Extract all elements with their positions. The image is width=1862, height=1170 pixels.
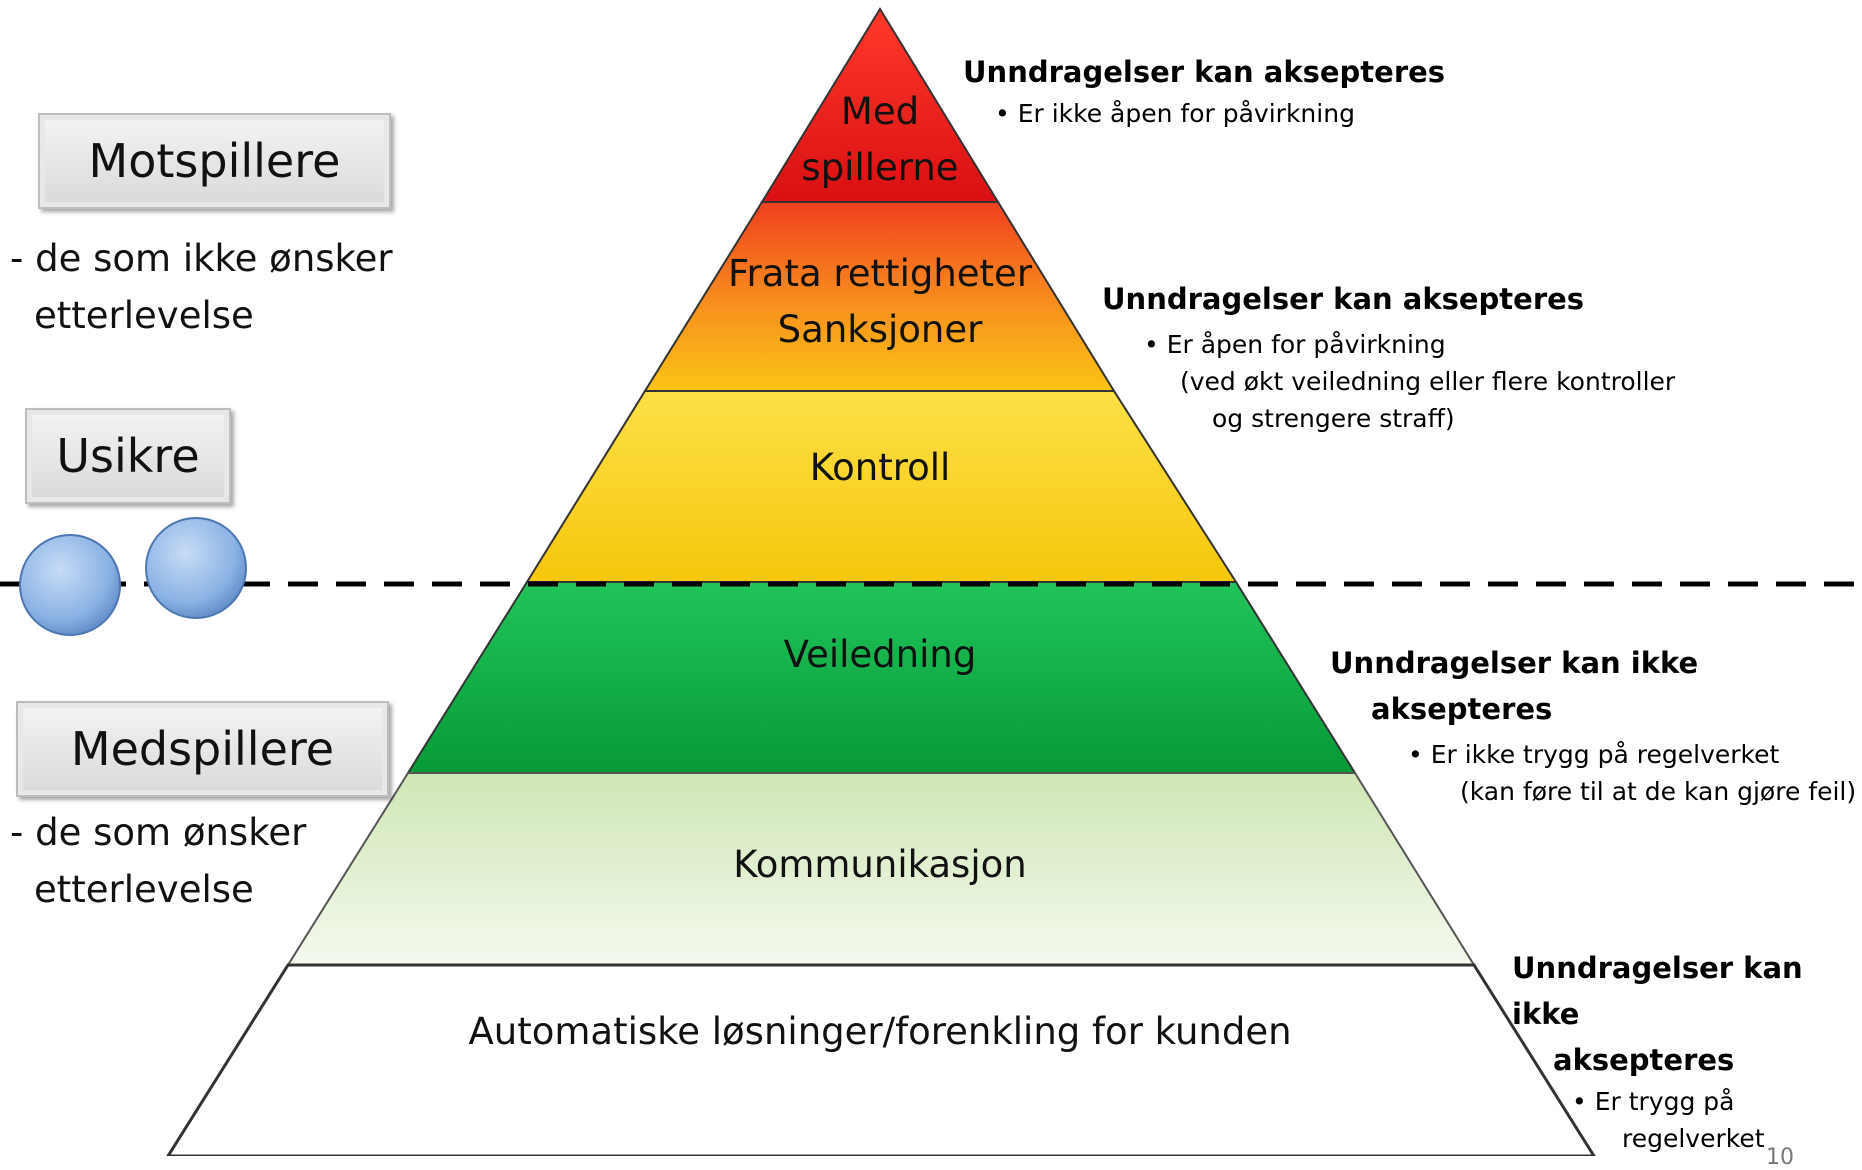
note-extra: regelverket [1622,1124,1765,1153]
note-extra: og strengere straff) [1212,404,1455,433]
blue-circle-left [19,534,121,636]
layer-label-kontroll: Kontroll [809,446,951,489]
layer-label-frata-sanksjoner: Frata rettigheter Sanksjoner [727,252,1033,351]
medspillere-label: Medspillere [70,722,335,776]
note-heading: Unndragelser kan aksepteres [963,55,1446,89]
layer-label-med-spillerne: Med spillerne [801,90,959,189]
note-bullet: Er ikke trygg på regelverket [1330,736,1856,773]
note-heading-line2: aksepteres [1371,692,1553,726]
page-number: 10 [1766,1145,1794,1170]
note-heading: Unndragelser kan ikke [1512,951,1803,1031]
motspillere-box: Motspillere [38,113,391,209]
layer-automatiske [166,963,1596,1156]
motspillere-description: - de som ikke ønsker etterlevelse [10,237,393,337]
note-automatiske: Unndragelser kan ikke aksepteres Er tryg… [1512,945,1862,1157]
note-heading: Unndragelser kan aksepteres [1102,282,1585,316]
layer-label-automatiske: Automatiske løsninger/forenkling for kun… [468,1010,1292,1053]
note-med-spillerne: Unndragelser kan aksepteres Er ikke åpen… [963,49,1445,132]
usikre-box: Usikre [25,408,231,504]
note-bullet: Er åpen for påvirkning [1102,326,1675,363]
layer-label-kommunikasjon: Kommunikasjon [733,843,1027,886]
note-heading-line2: aksepteres [1553,1043,1735,1077]
note-extra: (ved økt veiledning eller flere kontroll… [1180,367,1676,396]
note-bullet: Er ikke åpen for påvirkning [963,95,1445,132]
note-frata-sanksjoner: Unndragelser kan aksepteres Er åpen for … [1102,276,1675,437]
note-bullet: Er trygg på [1512,1083,1862,1120]
motspillere-label: Motspillere [88,134,341,188]
layer-label-veiledning: Veiledning [783,633,977,676]
medspillere-description: - de som ønsker etterlevelse [10,811,307,911]
medspillere-box: Medspillere [16,701,389,797]
blue-circle-right [145,517,247,619]
note-veiledning: Unndragelser kan ikke aksepteres Er ikke… [1330,640,1856,810]
usikre-label: Usikre [56,429,200,483]
note-extra: (kan føre til at de kan gjøre feil) [1460,777,1857,806]
note-heading: Unndragelser kan ikke [1330,646,1699,680]
